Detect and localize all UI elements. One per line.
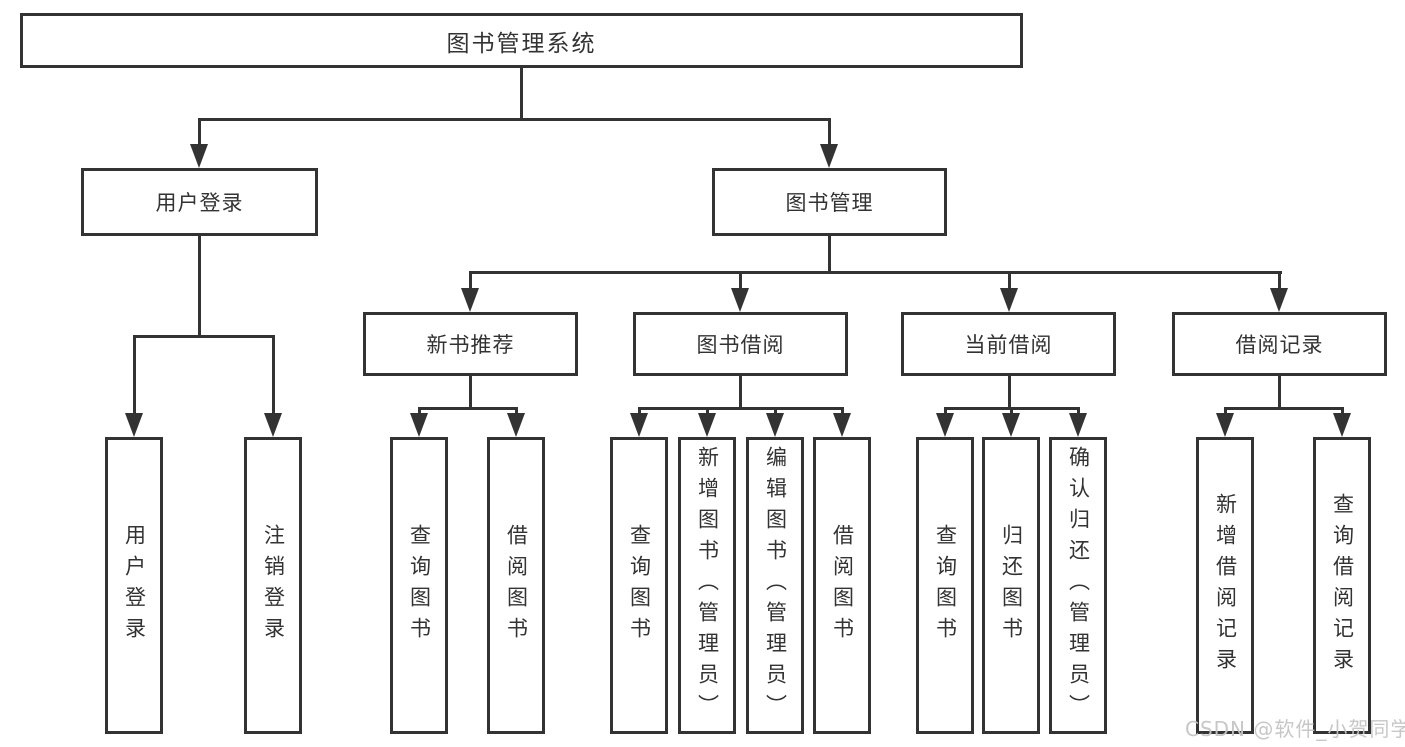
connector-bus [133, 335, 275, 338]
connector-shaft [739, 271, 742, 291]
connector-shaft [638, 407, 641, 417]
connector-shaft [133, 335, 136, 417]
connector-stem [739, 376, 742, 409]
node-library-system: 图书管理系统 [20, 13, 1023, 68]
leaf-label: 确认归还（管理员） [1066, 446, 1091, 725]
node-borrow-records: 借阅记录 [1172, 312, 1387, 376]
connector-bus [469, 271, 1282, 274]
connector-arrowhead [1270, 288, 1288, 312]
connector-bus [1224, 407, 1344, 410]
connector-bus [198, 118, 831, 121]
node-new-book-recommend: 新书推荐 [363, 312, 578, 376]
node-current-borrow: 当前借阅 [901, 312, 1116, 376]
connector-shaft [469, 271, 472, 291]
leaf-label: 查询图书 [407, 523, 432, 648]
connector-arrowhead [1069, 413, 1087, 437]
leaf-label: 注销登录 [261, 523, 286, 648]
connector-shaft [944, 407, 947, 417]
csdn-watermark: CSDN @软件_小贺同学 [1185, 717, 1405, 741]
connector-arrowhead [698, 413, 716, 437]
leaf-query-books-3: 查询图书 [916, 437, 974, 734]
connector-shaft [1278, 271, 1281, 291]
connector-arrowhead [1000, 288, 1018, 312]
node-label: 图书管理 [785, 191, 874, 215]
connector-arrowhead [731, 288, 749, 312]
connector-arrowhead [190, 144, 208, 168]
leaf-label: 借阅图书 [504, 523, 529, 648]
node-label: 当前借阅 [964, 333, 1053, 357]
leaf-confirm-return-admin: 确认归还（管理员） [1049, 437, 1107, 734]
leaf-label: 新增借阅记录 [1213, 492, 1238, 679]
leaf-label: 归还图书 [999, 523, 1024, 648]
connector-shaft [1008, 271, 1011, 291]
connector-shaft [828, 118, 831, 148]
connector-arrowhead [410, 413, 428, 437]
connector-stem [520, 66, 523, 121]
connector-arrowhead [820, 144, 838, 168]
connector-shaft [418, 407, 421, 417]
node-label: 图书管理系统 [446, 30, 597, 57]
connector-shaft [1224, 407, 1227, 417]
node-book-management: 图书管理 [712, 168, 947, 236]
connector-arrowhead [630, 413, 648, 437]
leaf-logout: 注销登录 [244, 437, 302, 734]
connector-shaft [706, 407, 709, 417]
leaf-query-books-1: 查询图书 [390, 437, 448, 734]
leaf-label: 编辑图书（管理员） [763, 446, 788, 725]
node-book-borrow: 图书借阅 [633, 312, 848, 376]
connector-arrowhead [1002, 413, 1020, 437]
connector-stem [198, 234, 201, 337]
leaf-query-borrow-record: 查询借阅记录 [1313, 437, 1371, 734]
node-user-login: 用户登录 [81, 168, 318, 236]
leaf-query-books-2: 查询图书 [610, 437, 668, 734]
connector-bus [418, 407, 518, 410]
connector-arrowhead [936, 413, 954, 437]
leaf-borrow-books-1: 借阅图书 [487, 437, 545, 734]
connector-bus [638, 407, 844, 410]
connector-arrowhead [125, 413, 143, 437]
connector-arrowhead [1333, 413, 1351, 437]
connector-shaft [1341, 407, 1344, 417]
leaf-label: 查询图书 [933, 523, 958, 648]
connector-arrowhead [833, 413, 851, 437]
connector-stem [828, 234, 831, 274]
leaf-edit-book-admin: 编辑图书（管理员） [746, 437, 804, 734]
leaf-add-borrow-record: 新增借阅记录 [1196, 437, 1254, 734]
connector-shaft [774, 407, 777, 417]
connector-arrowhead [264, 413, 282, 437]
connector-shaft [272, 335, 275, 417]
leaf-add-book-admin: 新增图书（管理员） [678, 437, 736, 734]
connector-stem [1278, 376, 1281, 409]
connector-shaft [515, 407, 518, 417]
leaf-label: 新增图书（管理员） [695, 446, 720, 725]
leaf-user-login: 用户登录 [105, 437, 163, 734]
leaf-borrow-books-2: 借阅图书 [813, 437, 871, 734]
connector-shaft [1077, 407, 1080, 417]
connector-arrowhead [461, 288, 479, 312]
node-label: 用户登录 [155, 191, 244, 215]
connector-shaft [198, 118, 201, 148]
leaf-label: 查询图书 [627, 523, 652, 648]
connector-arrowhead [1216, 413, 1234, 437]
connector-arrowhead [766, 413, 784, 437]
leaf-label: 查询借阅记录 [1330, 492, 1355, 679]
connector-stem [1008, 376, 1011, 409]
connector-stem [469, 376, 472, 409]
connector-arrowhead [507, 413, 525, 437]
node-label: 新书推荐 [426, 333, 515, 357]
leaf-return-book: 归还图书 [982, 437, 1040, 734]
connector-shaft [1010, 407, 1013, 417]
node-label: 借阅记录 [1235, 333, 1324, 357]
leaf-label: 用户登录 [122, 523, 147, 648]
leaf-label: 借阅图书 [830, 523, 855, 648]
connector-shaft [841, 407, 844, 417]
node-label: 图书借阅 [696, 333, 785, 357]
